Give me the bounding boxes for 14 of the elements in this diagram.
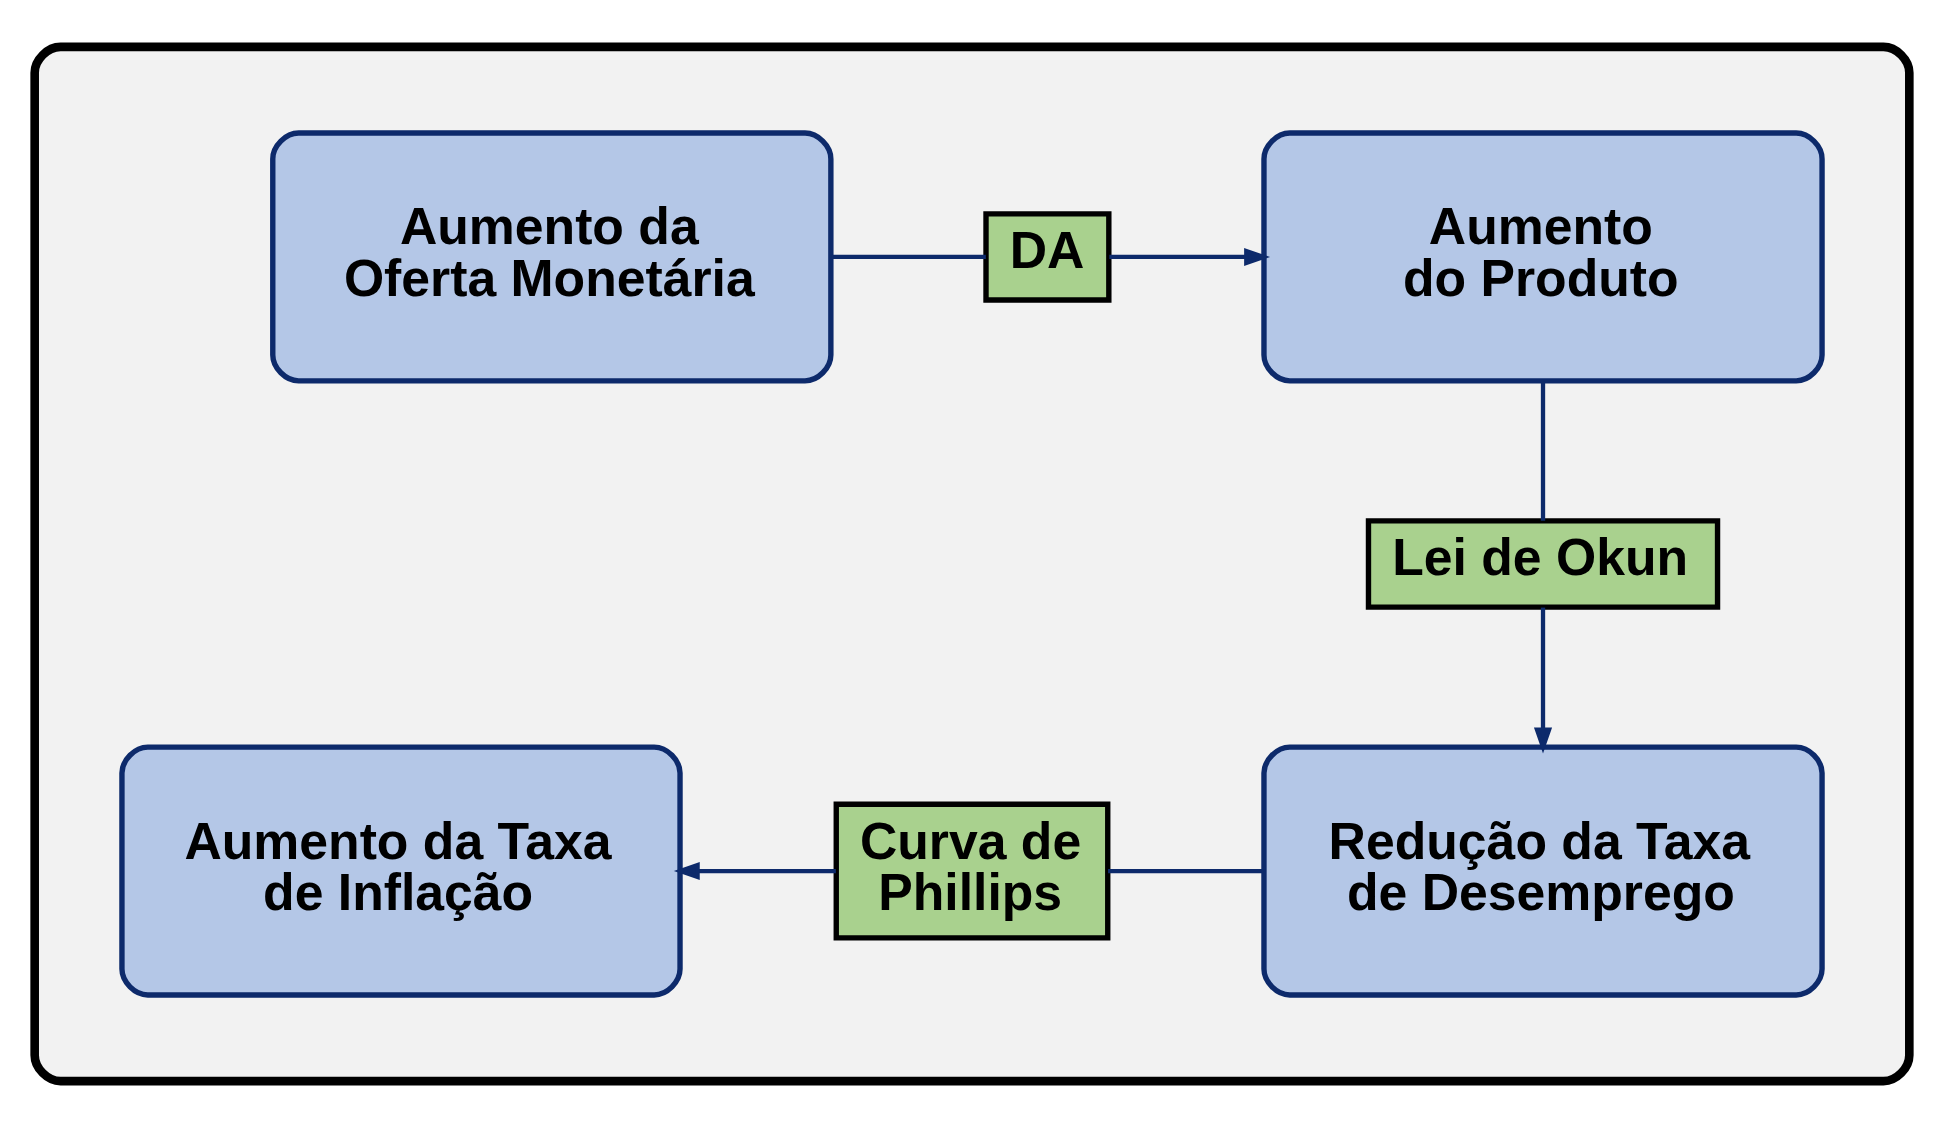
node-box: Lei de Okun bbox=[1365, 517, 1721, 610]
node-box: Aumento do Produto bbox=[1261, 129, 1825, 384]
cluster bbox=[30, 42, 1914, 1085]
node-box: Aumento da Taxa de Inflação bbox=[119, 743, 683, 998]
node-box: Curva de Phillips bbox=[833, 801, 1111, 941]
connector bbox=[1540, 380, 1546, 521]
node-box: DA bbox=[983, 210, 1112, 303]
node-box: Aumento da Oferta Monetária bbox=[270, 129, 834, 384]
connector bbox=[831, 254, 986, 259]
connector bbox=[1108, 868, 1264, 873]
arrow bbox=[1109, 247, 1271, 266]
arrow bbox=[673, 861, 836, 880]
arrow bbox=[1533, 607, 1553, 753]
node-box: Redução da Taxa de Desemprego bbox=[1261, 743, 1825, 998]
